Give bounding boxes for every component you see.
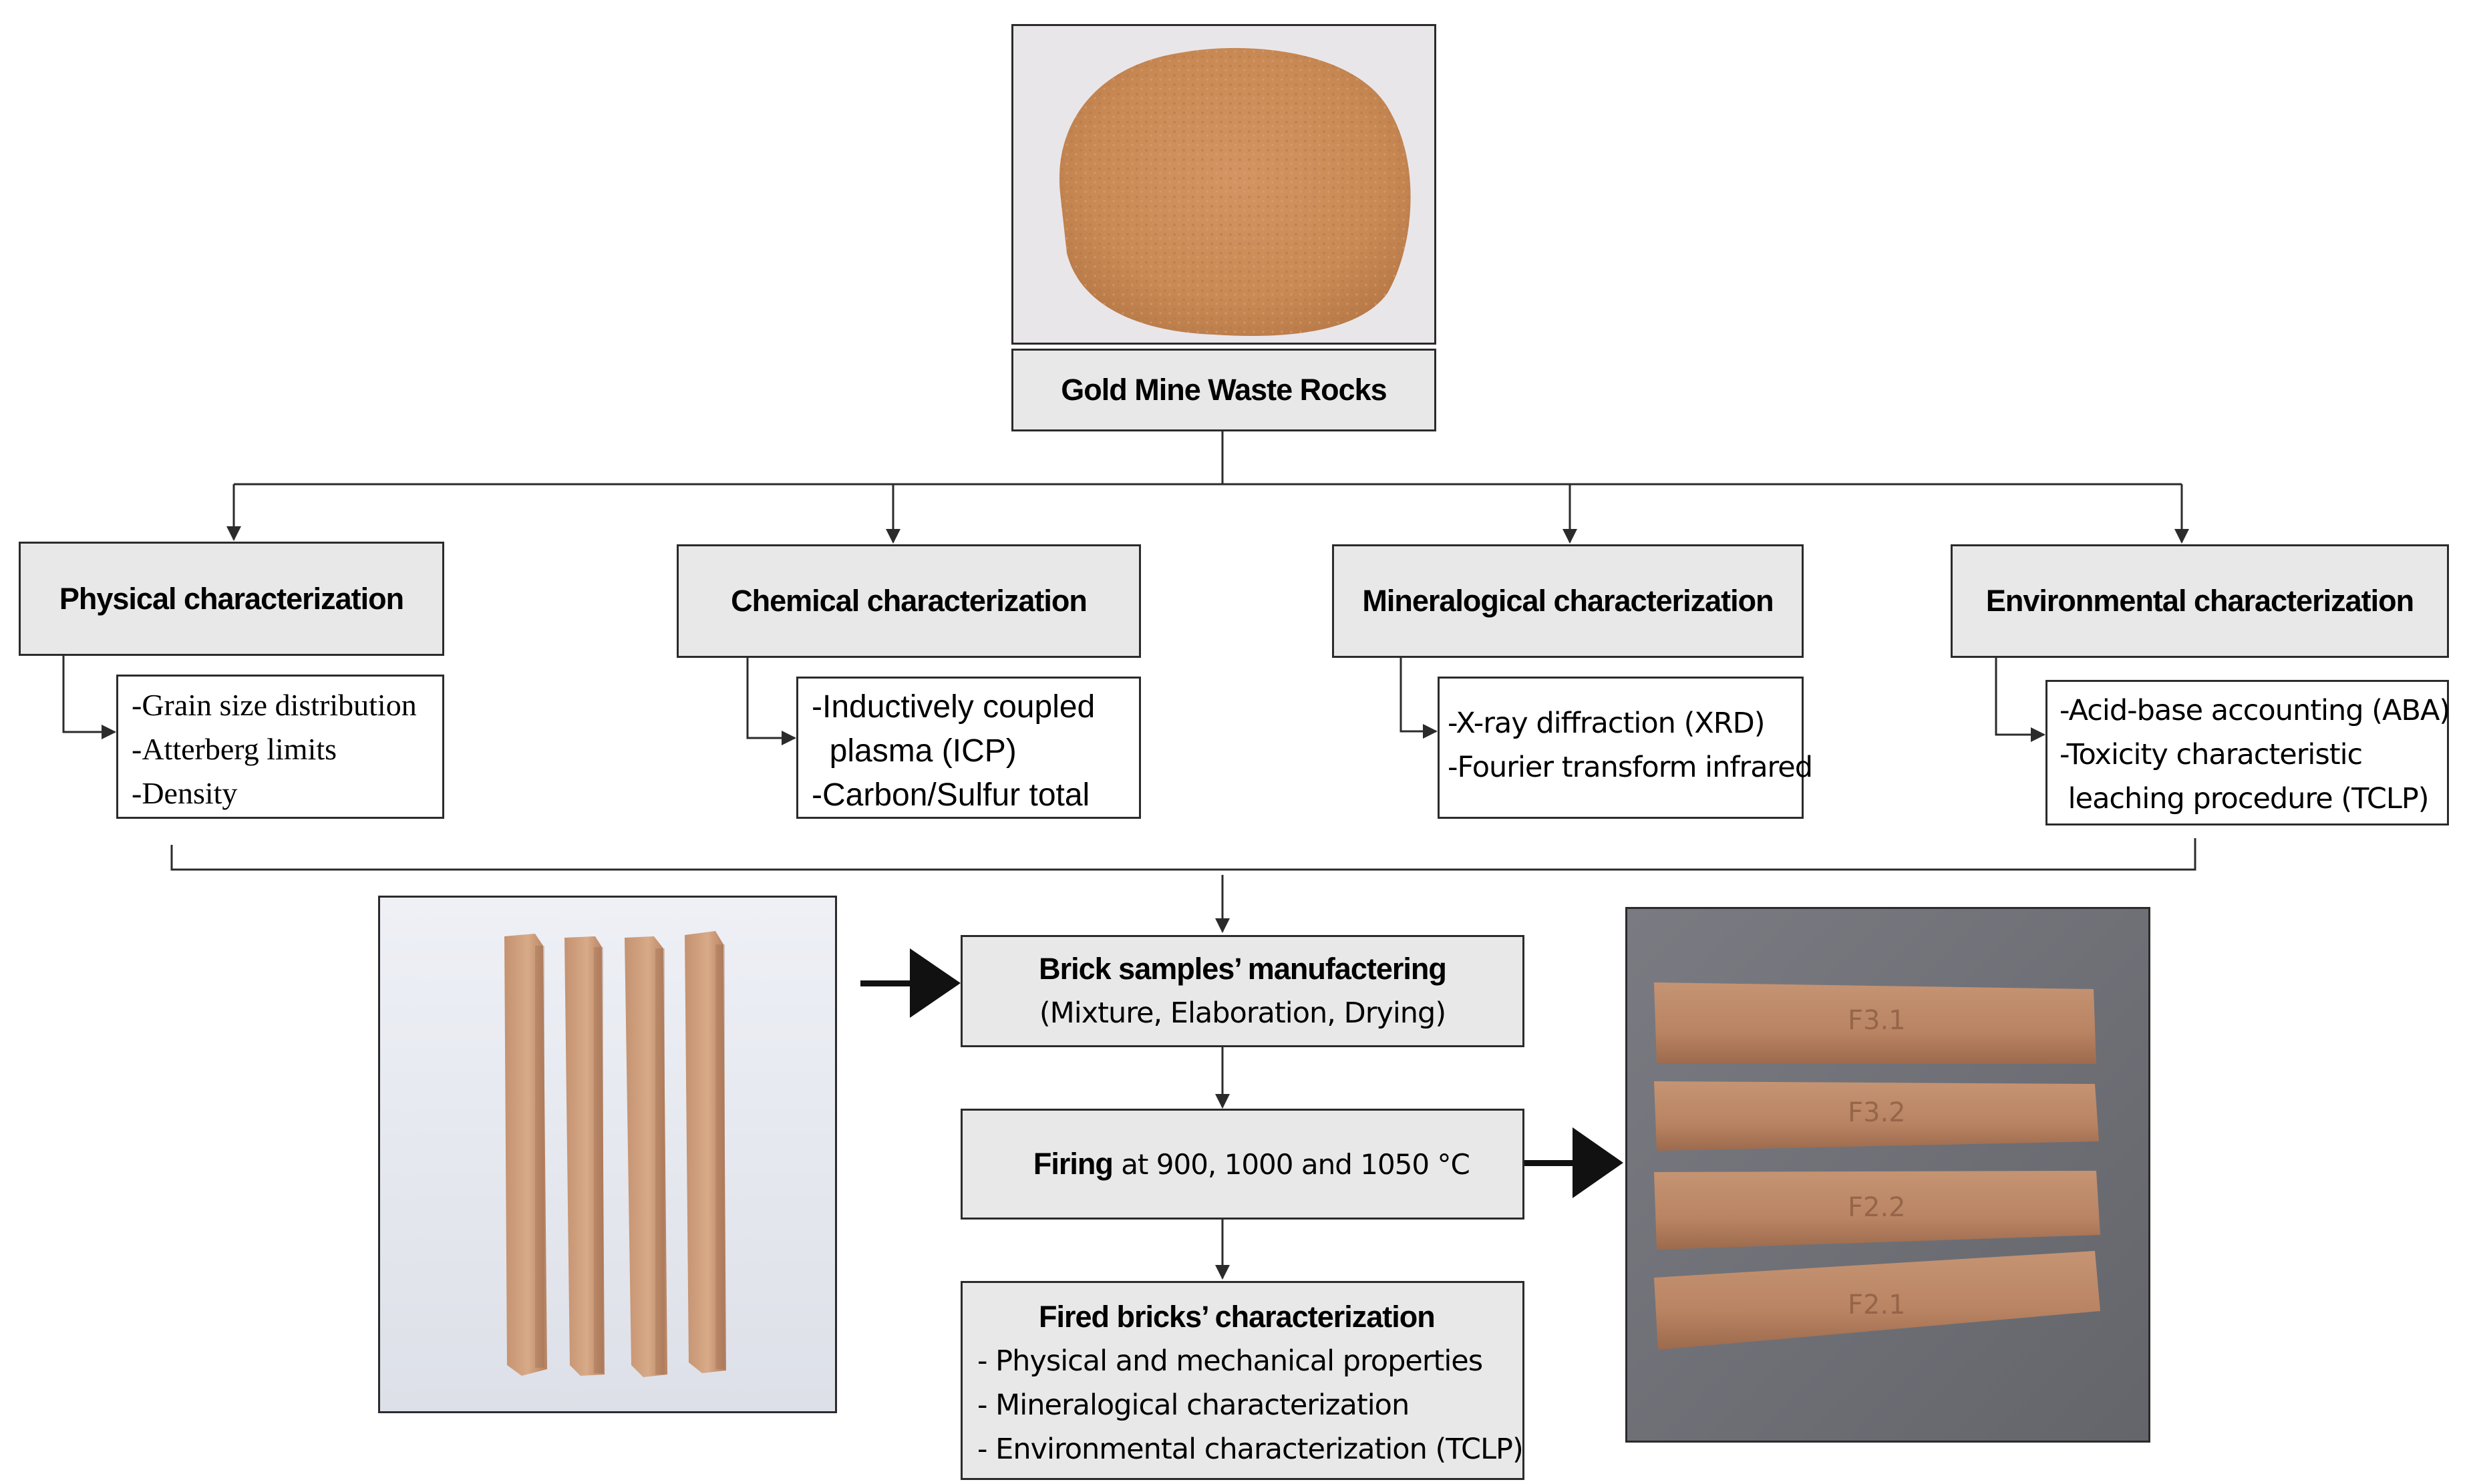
manufacturing-subtitle: (Mixture, Elaboration, Drying) [1039, 996, 1446, 1030]
bold-arrow-left-head [910, 948, 961, 1018]
powder-pile-image [1059, 47, 1411, 337]
bold-arrow-left-shaft [860, 980, 914, 986]
bold-arrow-right-shaft [1523, 1160, 1577, 1166]
connector-mineralogical-detail [1400, 658, 1438, 739]
green-bricks-photo [378, 896, 837, 1413]
fired-characterization-item: - Mineralogical characterization [977, 1388, 1410, 1422]
brick-label: F3.1 [1848, 1005, 1906, 1036]
fired-bricks-photo: F3.1 F3.2 F2.2 F2.1 [1625, 907, 2150, 1443]
environmental-characterization-box: Environmental characterization [1951, 544, 2449, 658]
source-title-box: Gold Mine Waste Rocks [1011, 349, 1436, 431]
chemical-item: -Inductively coupled [812, 689, 1096, 725]
fired-characterization-box: Fired bricks’ characterization - Physica… [961, 1281, 1524, 1480]
chemical-item: -Carbon/Sulfur total [812, 777, 1090, 813]
waste-rock-powder-photo [1011, 24, 1436, 345]
mineralogical-detail-box: -X-ray diffraction (XRD) -Fourier transf… [1438, 677, 1813, 819]
source-title: Gold Mine Waste Rocks [1061, 373, 1387, 407]
mineralogical-characterization-box: Mineralogical characterization [1332, 544, 1804, 658]
brick-label: F2.1 [1848, 1290, 1906, 1320]
manufacturing-box: Brick samples’ manufactering (Mixture, E… [961, 935, 1524, 1047]
connector-chemical-detail [746, 658, 796, 745]
chemical-characterization-box: Chemical characterization [677, 544, 1141, 658]
environmental-detail-box: -Acid-base accounting (ABA) -Toxicity ch… [2045, 680, 2450, 825]
firing-temperatures: at 900, 1000 and 1050 °C [1112, 1148, 1470, 1181]
chemical-item: plasma (ICP) [812, 733, 1017, 769]
manufacturing-title: Brick samples’ manufactering [1039, 952, 1447, 986]
bold-arrow-right-head [1573, 1127, 1623, 1198]
physical-detail-box: -Grain size distribution -Atterberg limi… [116, 675, 444, 819]
fired-characterization-item: - Physical and mechanical properties [977, 1344, 1483, 1378]
physical-characterization-box: Physical characterization [19, 542, 444, 656]
environmental-item: -Toxicity characteristic [2060, 738, 2363, 771]
physical-item: -Atterberg limits [132, 732, 337, 766]
brick-label: F3.2 [1848, 1097, 1906, 1128]
fired-bricks-image: F3.1 F3.2 F2.2 F2.1 [1627, 909, 2148, 1441]
chemical-detail-box: -Inductively coupled plasma (ICP) -Carbo… [796, 677, 1141, 819]
green-bricks-image [380, 898, 835, 1411]
collector-bracket [170, 838, 2196, 871]
connector-physical-detail [62, 656, 116, 739]
firing-box: Firing at 900, 1000 and 1050 °C [961, 1109, 1524, 1220]
physical-item: -Grain size distribution [132, 688, 417, 722]
fired-characterization-item: - Environmental characterization (TCLP) [977, 1433, 1524, 1466]
mineralogical-item: -Fourier transform infrared [1448, 751, 1813, 784]
firing-text: Firing at 900, 1000 and 1050 °C [1015, 1135, 1470, 1193]
fired-characterization-title: Fired bricks’ characterization [1039, 1300, 1436, 1334]
mineralogical-item: -X-ray diffraction (XRD) [1448, 707, 1766, 740]
brick-label: F2.2 [1848, 1192, 1906, 1223]
connector-environmental-detail [1995, 658, 2045, 742]
environmental-item: -Acid-base accounting (ABA) [2060, 694, 2450, 727]
physical-item: -Density [132, 776, 238, 810]
physical-characterization-title: Physical characterization [59, 581, 404, 616]
mineralogical-characterization-title: Mineralogical characterization [1362, 584, 1774, 618]
environmental-characterization-title: Environmental characterization [1985, 584, 2414, 618]
chemical-characterization-title: Chemical characterization [731, 584, 1088, 618]
firing-keyword: Firing [1033, 1147, 1114, 1181]
environmental-item: leaching procedure (TCLP) [2060, 782, 2430, 815]
